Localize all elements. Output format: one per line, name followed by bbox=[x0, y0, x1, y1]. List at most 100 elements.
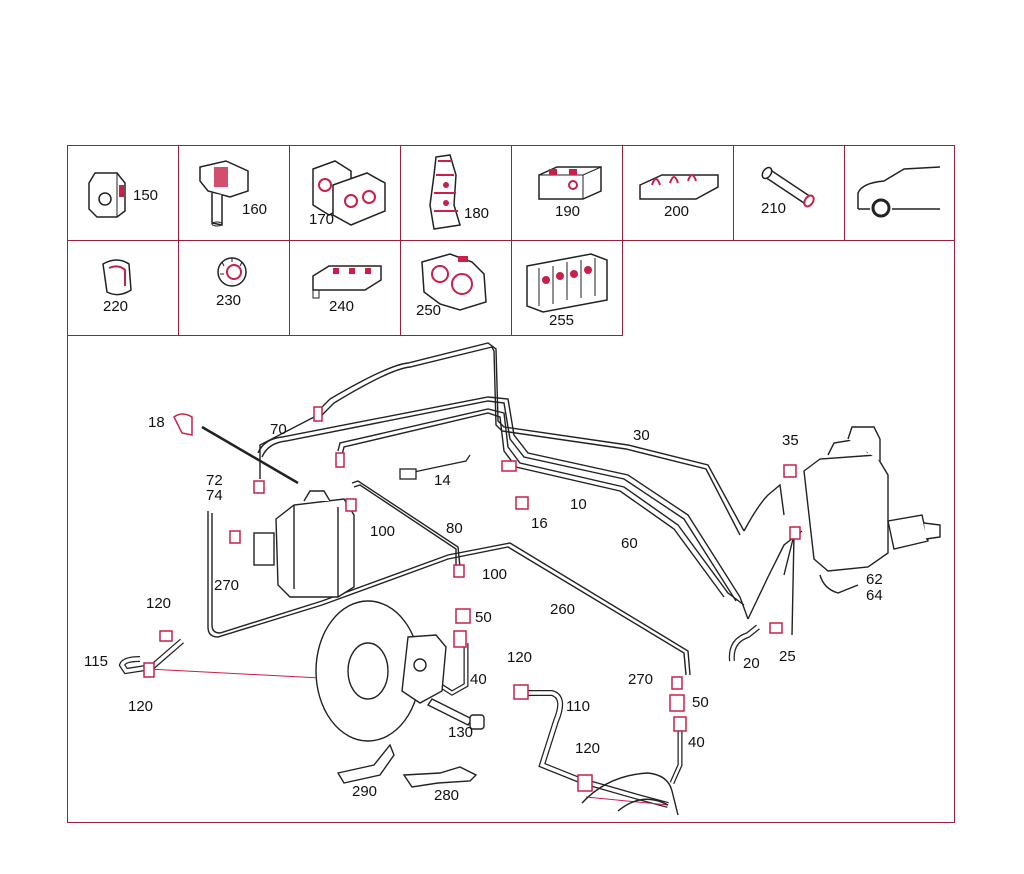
bracket-280[interactable] bbox=[402, 766, 478, 788]
clip-double-icon bbox=[312, 160, 386, 226]
callout-290[interactable]: 290 bbox=[352, 783, 378, 800]
union-72[interactable] bbox=[253, 480, 265, 494]
callout-10[interactable]: 10 bbox=[570, 496, 587, 513]
callout-20[interactable]: 20 bbox=[743, 655, 760, 672]
part-cell-255[interactable]: 255 bbox=[511, 240, 623, 336]
part-cell-230[interactable]: 230 bbox=[178, 240, 290, 336]
callout-120[interactable]: 120 bbox=[146, 595, 172, 612]
part-cell-car[interactable] bbox=[844, 145, 955, 241]
callout-120[interactable]: 120 bbox=[507, 649, 533, 666]
brake-hose-fitting[interactable] bbox=[453, 630, 467, 648]
callout-80[interactable]: 80 bbox=[446, 520, 463, 537]
clamp-25[interactable] bbox=[769, 622, 783, 634]
brake-line-80[interactable] bbox=[351, 480, 461, 568]
callout-100[interactable]: 100 bbox=[370, 523, 396, 540]
callout-18[interactable]: 18 bbox=[148, 414, 165, 431]
callout-50[interactable]: 50 bbox=[475, 609, 492, 626]
clip-16[interactable] bbox=[515, 496, 529, 510]
car-front-wheel-icon bbox=[857, 166, 941, 218]
callout-40[interactable]: 40 bbox=[470, 671, 487, 688]
part-label: 190 bbox=[555, 203, 581, 220]
part-cell-200[interactable]: 200 bbox=[622, 145, 734, 241]
clip-50[interactable] bbox=[669, 694, 685, 712]
callout-100[interactable]: 100 bbox=[482, 566, 508, 583]
callout-62[interactable]: 62 bbox=[866, 571, 883, 588]
hydraulic-unit[interactable] bbox=[253, 490, 355, 598]
part-label: 255 bbox=[549, 312, 575, 329]
bolt-130[interactable] bbox=[426, 698, 485, 730]
callout-130[interactable]: 130 bbox=[448, 724, 474, 741]
callout-35[interactable]: 35 bbox=[782, 432, 799, 449]
bracket-290[interactable] bbox=[336, 743, 395, 784]
callout-30[interactable]: 30 bbox=[633, 427, 650, 444]
part-cell-170[interactable]: 170 bbox=[289, 145, 401, 241]
callout-25[interactable]: 25 bbox=[779, 648, 796, 665]
callout-16[interactable]: 16 bbox=[531, 515, 548, 532]
connector[interactable] bbox=[501, 460, 517, 472]
callout-72[interactable]: 72 bbox=[206, 472, 223, 489]
part-cell-150[interactable]: 150 bbox=[67, 145, 179, 241]
union-70[interactable] bbox=[313, 406, 323, 422]
rear-caliper[interactable] bbox=[581, 772, 679, 816]
part-cell-250[interactable]: 250 bbox=[400, 240, 512, 336]
part-label: 220 bbox=[103, 298, 129, 315]
union-62[interactable] bbox=[789, 526, 801, 540]
clip-rail-icon bbox=[312, 265, 382, 299]
brake-line-diagram bbox=[118, 342, 941, 816]
union[interactable] bbox=[335, 452, 345, 468]
callout-110[interactable]: 110 bbox=[566, 698, 590, 715]
union-120[interactable] bbox=[513, 684, 529, 700]
union-100[interactable] bbox=[453, 564, 465, 578]
callout-40[interactable]: 40 bbox=[688, 734, 705, 751]
brake-hose-fitting[interactable] bbox=[673, 716, 687, 732]
union-120[interactable] bbox=[159, 630, 173, 642]
callout-120[interactable]: 120 bbox=[128, 698, 154, 715]
clip-50[interactable] bbox=[455, 608, 471, 624]
callout-64[interactable]: 64 bbox=[866, 587, 883, 604]
brake-line-260[interactable] bbox=[207, 511, 687, 676]
brake-line-60[interactable] bbox=[337, 408, 745, 606]
part-cell-240[interactable]: 240 bbox=[289, 240, 401, 336]
grommet-icon bbox=[102, 259, 132, 296]
clip-block-icon bbox=[538, 166, 602, 200]
union-100[interactable] bbox=[345, 498, 357, 512]
sleeve-tube-icon bbox=[761, 166, 815, 208]
union-270[interactable] bbox=[229, 530, 241, 544]
callout-260[interactable]: 260 bbox=[550, 601, 576, 618]
part-cell-180[interactable]: 180 bbox=[400, 145, 512, 241]
union-270[interactable] bbox=[671, 676, 683, 690]
part-label: 230 bbox=[216, 292, 242, 309]
callout-50[interactable]: 50 bbox=[692, 694, 709, 711]
part-cell-210[interactable]: 210 bbox=[733, 145, 845, 241]
callout-74[interactable]: 74 bbox=[206, 487, 223, 504]
brake-line-70[interactable] bbox=[259, 414, 319, 479]
part-label: 240 bbox=[329, 298, 355, 315]
clip-18[interactable] bbox=[173, 413, 193, 436]
clip-multi-icon bbox=[526, 253, 608, 313]
part-cell-190[interactable]: 190 bbox=[511, 145, 623, 241]
callout-70[interactable]: 70 bbox=[270, 421, 287, 438]
grommet-ribbed-icon bbox=[217, 257, 247, 287]
callout-280[interactable]: 280 bbox=[434, 787, 460, 804]
sensor-14[interactable] bbox=[399, 454, 471, 480]
brake-line-10[interactable] bbox=[257, 396, 749, 620]
callout-270[interactable]: 270 bbox=[628, 671, 654, 688]
clip-double-rubber-icon bbox=[421, 253, 487, 311]
part-cell-160[interactable]: 160 bbox=[178, 145, 290, 241]
part-label: 250 bbox=[416, 302, 442, 319]
callout-60[interactable]: 60 bbox=[621, 535, 638, 552]
part-cell-220[interactable]: 220 bbox=[67, 240, 179, 336]
callout-270[interactable]: 270 bbox=[214, 577, 240, 594]
union-120[interactable] bbox=[577, 774, 593, 792]
clamp-35[interactable] bbox=[783, 464, 797, 478]
clip-single-icon bbox=[88, 172, 126, 218]
part-label: 170 bbox=[309, 211, 335, 228]
master-cylinder[interactable] bbox=[803, 426, 941, 594]
brake-line-30[interactable] bbox=[315, 342, 745, 532]
callout-120[interactable]: 120 bbox=[575, 740, 601, 757]
callout-14[interactable]: 14 bbox=[434, 472, 451, 489]
callout-115[interactable]: 115 bbox=[84, 653, 108, 670]
part-label: 160 bbox=[242, 201, 268, 218]
brake-disc[interactable] bbox=[315, 600, 447, 742]
union-120[interactable] bbox=[143, 662, 155, 678]
